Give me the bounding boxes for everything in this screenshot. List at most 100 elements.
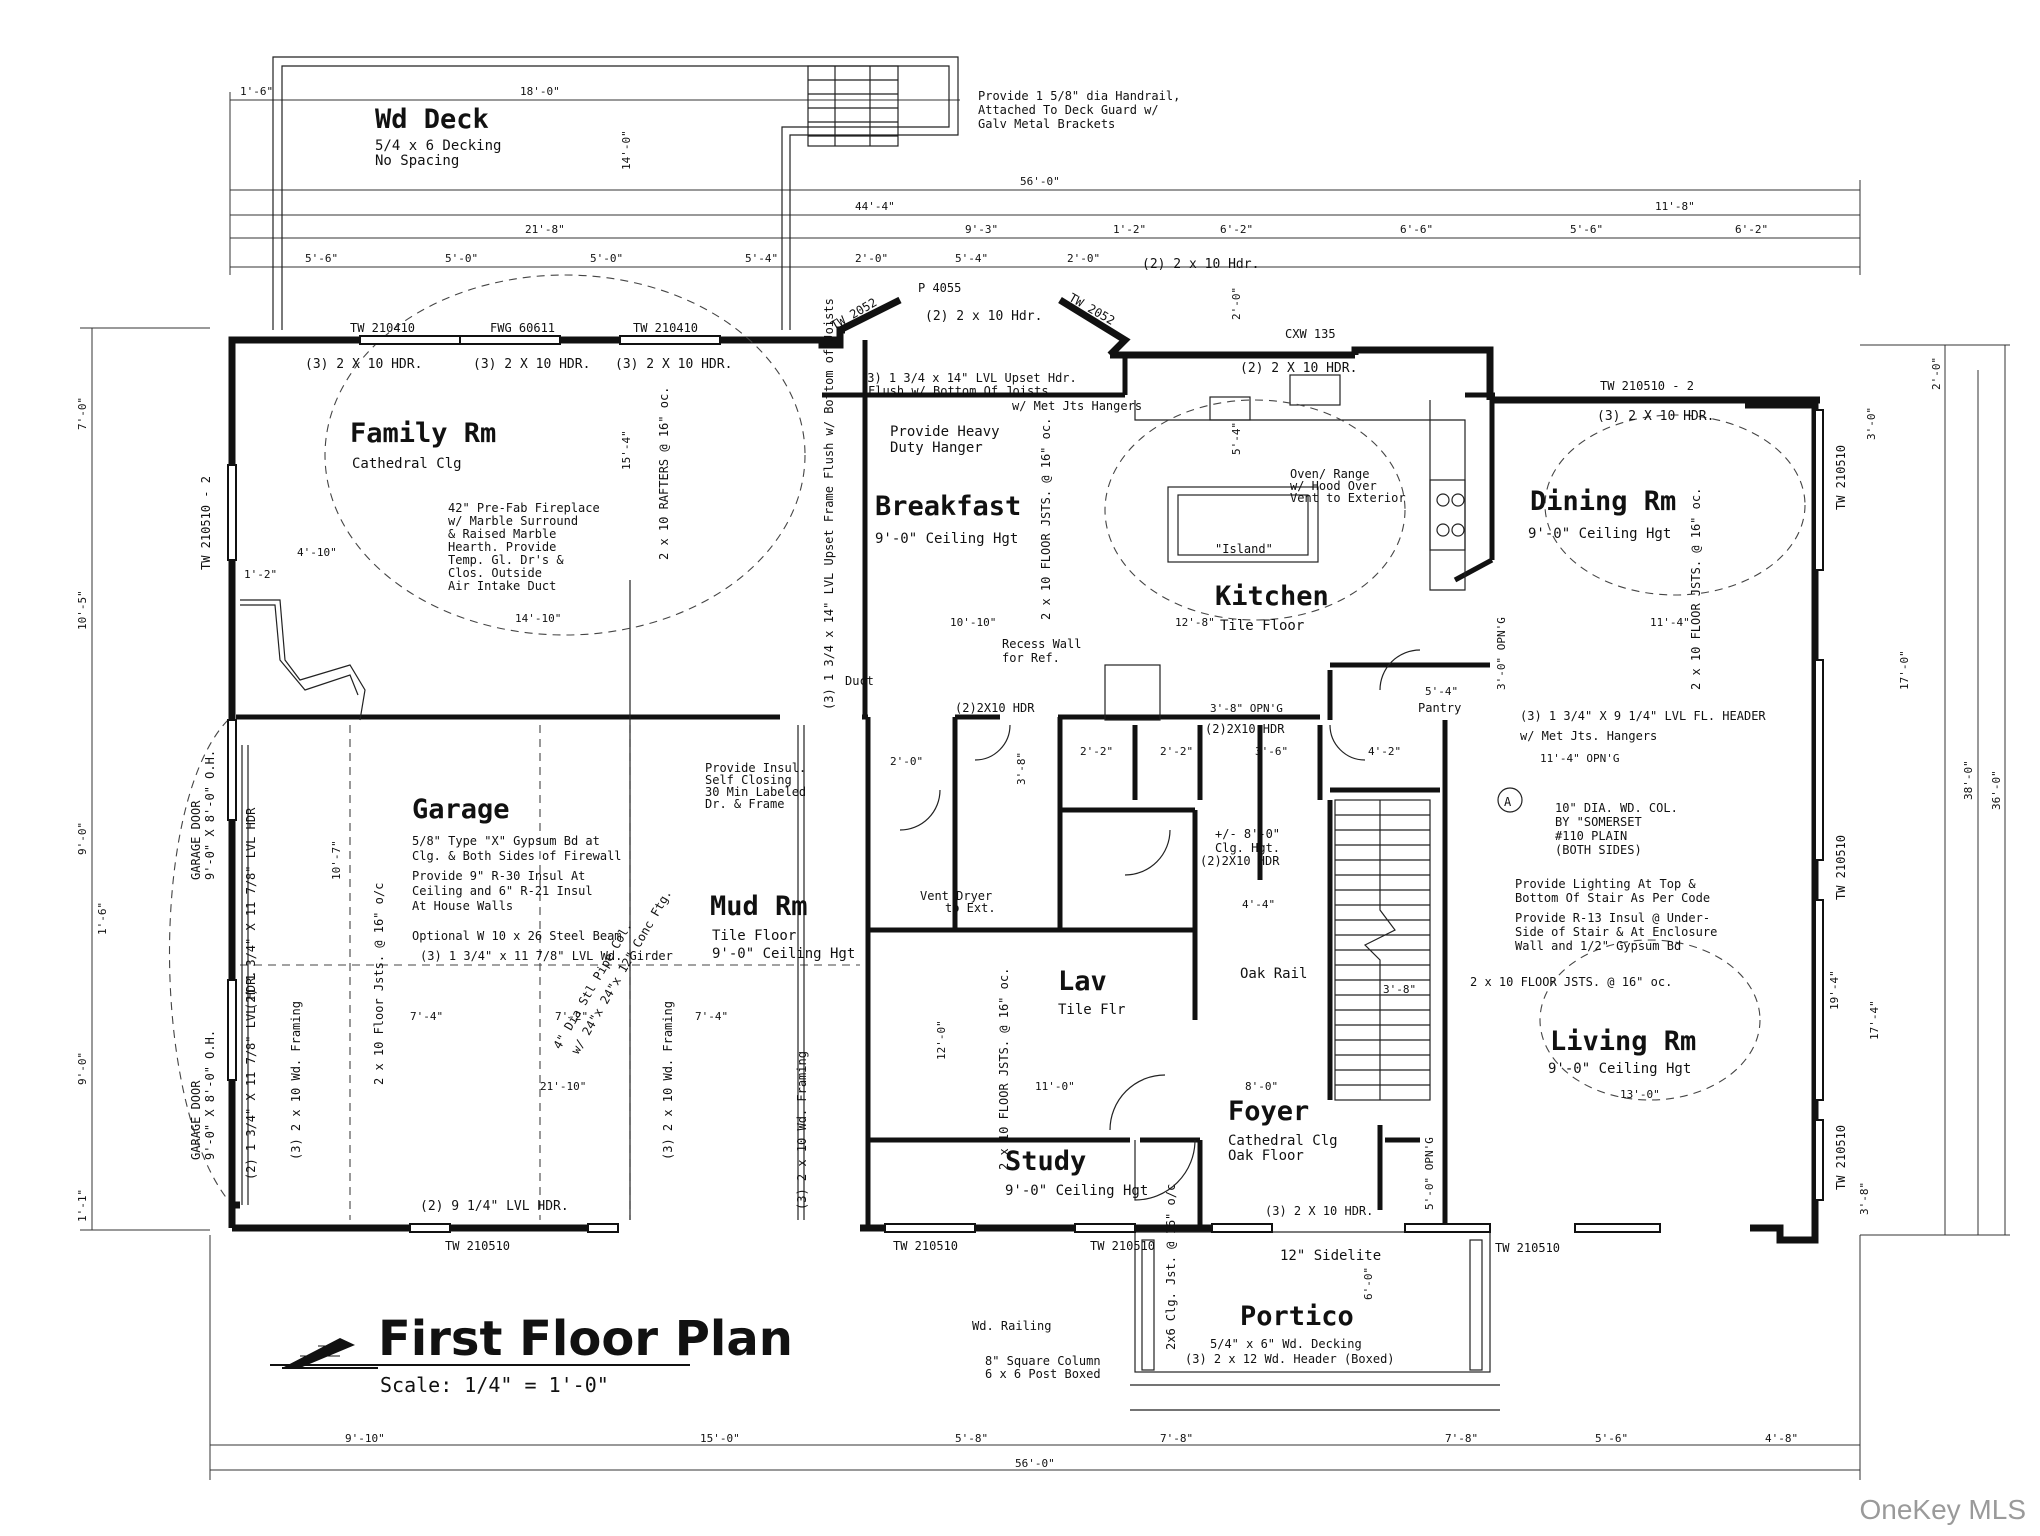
note-lvl-header-2: w/ Met Jts. Hangers (1520, 729, 1657, 743)
note-vent-dryer-2: to Ext. (945, 901, 996, 915)
dim-interior-11: 10'-7" (330, 840, 343, 880)
note-hanger-2: Duty Hanger (890, 440, 983, 456)
note-oak-rail: Oak Rail (1240, 966, 1307, 982)
note-fire-door-2: Self Closing (705, 773, 792, 787)
dim-interior-14: 7'-4" (695, 1010, 728, 1023)
kitchen-island (1167, 486, 1319, 563)
dim-interior-23: 2'-0" (890, 755, 923, 768)
note-stair-insul-1: Provide R-13 Insul @ Under- (1515, 911, 1710, 925)
header-10: (2)2X10 HDR (1205, 722, 1285, 736)
room-note-kitchen: Tile Floor (1220, 618, 1304, 634)
room-note-family: Cathedral Clg (352, 456, 462, 472)
garage-door-swing (168, 719, 229, 1201)
dim-bottom-2: 15'-0" (700, 1432, 740, 1445)
dim-top-19: 2'-0" (1067, 252, 1100, 265)
window-tag-10: TW 210510 (893, 1239, 958, 1253)
kitchen-counters (1134, 374, 1466, 591)
window-tag-13: P 4055 (918, 281, 961, 295)
dim-top-5: 11'-8" (1655, 200, 1695, 213)
note-handrail-3: Galv Metal Brackets (978, 117, 1115, 131)
note-recess-2: for Ref. (1002, 651, 1060, 665)
dim-bottom-6: 5'-6" (1595, 1432, 1628, 1445)
framing-3: 2 x 10 FLOOR JSTS. @ 16" oc. (1689, 488, 1703, 690)
dim-top-1: 1'-6" (240, 85, 273, 98)
note-sidelite: 12" Sidelite (1280, 1248, 1381, 1264)
note-handrail-2: Attached To Deck Guard w/ (978, 103, 1159, 117)
framing-10: 2x6 Clg. Jst. @ 16" o/c (1164, 1184, 1178, 1350)
window-tag-14: CXW 135 (1285, 327, 1336, 341)
room-note-study: 9'-0" Ceiling Hgt (1005, 1183, 1148, 1199)
note-oven-1: Oven/ Range (1290, 467, 1369, 481)
room-note-deck-2: No Spacing (375, 153, 459, 169)
dim-interior-33: 2'-2" (1160, 745, 1193, 758)
dim-interior-32: 2'-2" (1080, 745, 1113, 758)
note-stair-insul-2: Side of Stair & At Enclosure (1515, 925, 1717, 939)
room-note-foyer-1: Cathedral Clg (1228, 1133, 1338, 1149)
refrigerator (1104, 664, 1161, 721)
watermark: OneKey MLS (1859, 1494, 2026, 1525)
note-stair-light-2: Bottom Of Stair As Per Code (1515, 891, 1710, 905)
dim-top-6: 21'-8" (525, 223, 565, 236)
dim-top-11: 5'-6" (1570, 223, 1603, 236)
room-name-study: Study (1005, 1146, 1086, 1177)
portico-structure (1130, 1231, 1500, 1411)
room-name-family: Family Rm (350, 418, 496, 449)
dim-interior-19: 4'-4" (1242, 898, 1275, 911)
window-tag-3: TW 210410 (633, 321, 698, 335)
room-note-mud-1: Tile Floor (712, 928, 796, 944)
dim-interior-20: 3'-8" (1383, 983, 1416, 996)
note-lvl-upset-1: (3) 1 3/4 x 14" LVL Upset Hdr. (860, 371, 1077, 385)
note-hanger-1: Provide Heavy (890, 424, 1000, 440)
dim-top-2: 18'-0" (520, 85, 560, 98)
dim-top-16: 5'-4" (745, 252, 778, 265)
header-2: (3) 2 X 10 HDR. (473, 357, 590, 372)
note-fireplace-2: w/ Marble Surround (448, 514, 578, 528)
windows-outlines (227, 335, 1824, 1233)
note-vent-dryer-1: Vent Dryer (920, 889, 992, 903)
dim-right-1: 2'-0" (1930, 357, 1943, 390)
framing-8: 2 x 10 FLOOR JSTS. @ 16" oc. (997, 968, 1011, 1170)
header-4: (2) 2 x 10 Hdr. (925, 309, 1042, 324)
garage-structure (240, 580, 860, 1220)
window-tag-2: FWG 60611 (490, 321, 555, 335)
dim-bottom-5: 7'-8" (1445, 1432, 1478, 1445)
room-note-garage-3: Provide 9" R-30 Insul At (412, 869, 585, 883)
dim-right-5: 36'-0" (1990, 770, 2003, 810)
room-name-foyer: Foyer (1228, 1096, 1309, 1127)
dim-bottom-7: 4'-8" (1765, 1432, 1798, 1445)
note-clg-hgt-2: Clg. Hgt. (1215, 841, 1280, 855)
room-note-lav: Tile Flr (1058, 1002, 1125, 1018)
dim-interior-13: 7'-2" (555, 1010, 588, 1023)
dim-left-2: 10'-5" (76, 590, 89, 630)
room-name-kitchen: Kitchen (1215, 581, 1329, 612)
room-note-foyer-2: Oak Floor (1228, 1148, 1304, 1164)
window-tag-12: TW 210510 (1495, 1241, 1560, 1255)
room-name-lav: Lav (1058, 966, 1107, 997)
note-column-2: BY "SOMERSET (1555, 815, 1642, 829)
window-tag-5: TW 210510 (1834, 445, 1848, 510)
note-island: "Island" (1215, 542, 1273, 556)
window-tag-9: TW 210510 (445, 1239, 510, 1253)
room-name-dining: Dining Rm (1530, 486, 1676, 517)
dim-right-2: 3'-0" (1865, 407, 1878, 440)
note-oven-3: Vent to Exterior (1290, 491, 1406, 505)
dim-bottom-3: 5'-8" (955, 1432, 988, 1445)
window-tag-1: TW 210410 (350, 321, 415, 335)
dim-interior-34: 6'-0" (1362, 1267, 1375, 1300)
note-fireplace-7: Air Intake Duct (448, 579, 556, 593)
note-girder: (3) 1 3/4" x 11 7/8" LVL Wd. Girder (420, 949, 673, 963)
wood-deck (272, 56, 959, 330)
dim-interior-26: 4'-2" (1368, 745, 1401, 758)
dim-interior-29: 3'-0" OPN'G (1495, 617, 1508, 690)
dim-interior-18: 13'-0" (1620, 1088, 1660, 1101)
note-column-1: 10" DIA. WD. COL. (1555, 801, 1678, 815)
dim-left-4: 1'-6" (96, 902, 109, 935)
dim-interior-17: 8'-0" (1245, 1080, 1278, 1093)
dim-interior-31: 5'-4" (1425, 685, 1458, 698)
dim-interior-30: 5'-0" OPN'G (1423, 1137, 1436, 1210)
framing-1: 2 x 10 RAFTERS @ 16" oc. (657, 387, 671, 560)
room-note-garage-6: Optional W 10 x 26 Steel Beam (412, 929, 622, 943)
dim-interior-28: 3'-8" OPN'G (1210, 702, 1283, 715)
dim-right-4: 38'-0" (1962, 760, 1975, 800)
note-clg-hgt-1: +/- 8'-0" (1215, 827, 1280, 841)
